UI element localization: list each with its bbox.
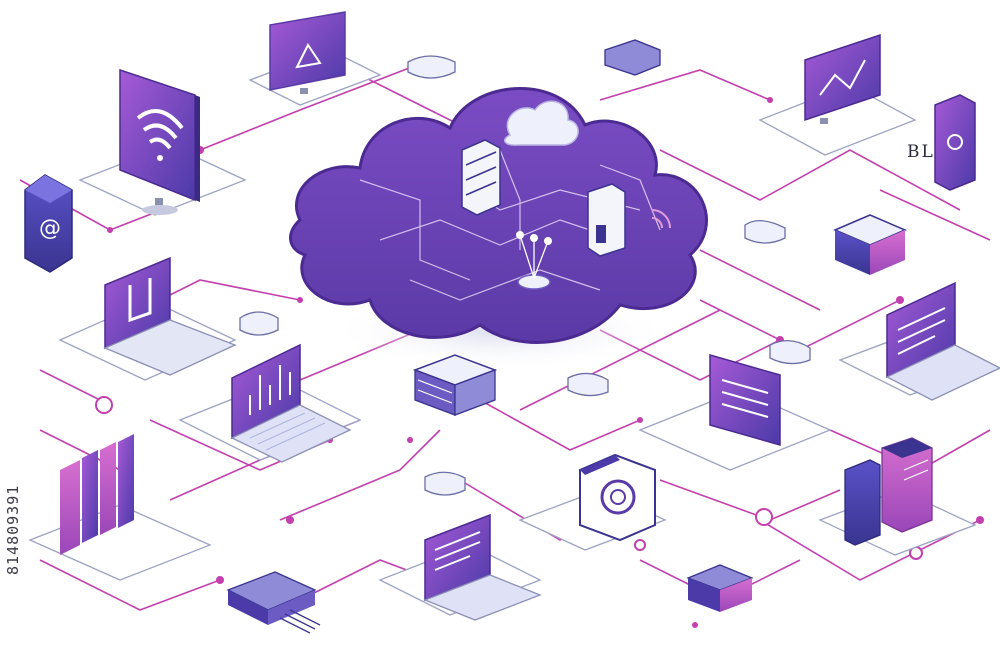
- cloud-icon: [289, 87, 708, 344]
- wifi-small-icon: [651, 209, 671, 229]
- server-right-device: [833, 214, 907, 275]
- router-device: [226, 571, 321, 634]
- laptop-bottom-device: [423, 513, 542, 621]
- bar-chart-icon: [60, 434, 134, 555]
- central-cloud: [289, 87, 708, 370]
- at-sign-icon: @: [39, 216, 61, 241]
- small-cloud-icon: [503, 100, 579, 146]
- laptop-chart-device: [230, 343, 352, 463]
- cloud-document-icon: [587, 183, 626, 257]
- cloud-hub-icon: [516, 231, 552, 290]
- server-stack-small-device: [686, 564, 754, 612]
- phone-device: @: [24, 174, 73, 273]
- server-stack-device: [412, 354, 498, 416]
- stock-id-label: 814809391: [4, 484, 22, 576]
- monitor-device: [269, 11, 346, 94]
- laptop-device: [103, 256, 237, 376]
- connector-ring-nodes: [95, 396, 923, 560]
- laptop-right-device: [885, 281, 1000, 401]
- cloud-server-icon: [461, 139, 501, 216]
- monitor-chart-device: [804, 33, 881, 124]
- small-router-icons: [239, 39, 811, 496]
- wifi-monitor-device: [119, 68, 200, 215]
- corner-text-label: BL: [907, 142, 935, 162]
- server-rack-icon: [844, 437, 933, 546]
- vault-icon: [579, 453, 656, 542]
- monitor-right-device: [709, 354, 781, 446]
- tower-device: [934, 94, 976, 191]
- wifi-icon: [136, 108, 184, 150]
